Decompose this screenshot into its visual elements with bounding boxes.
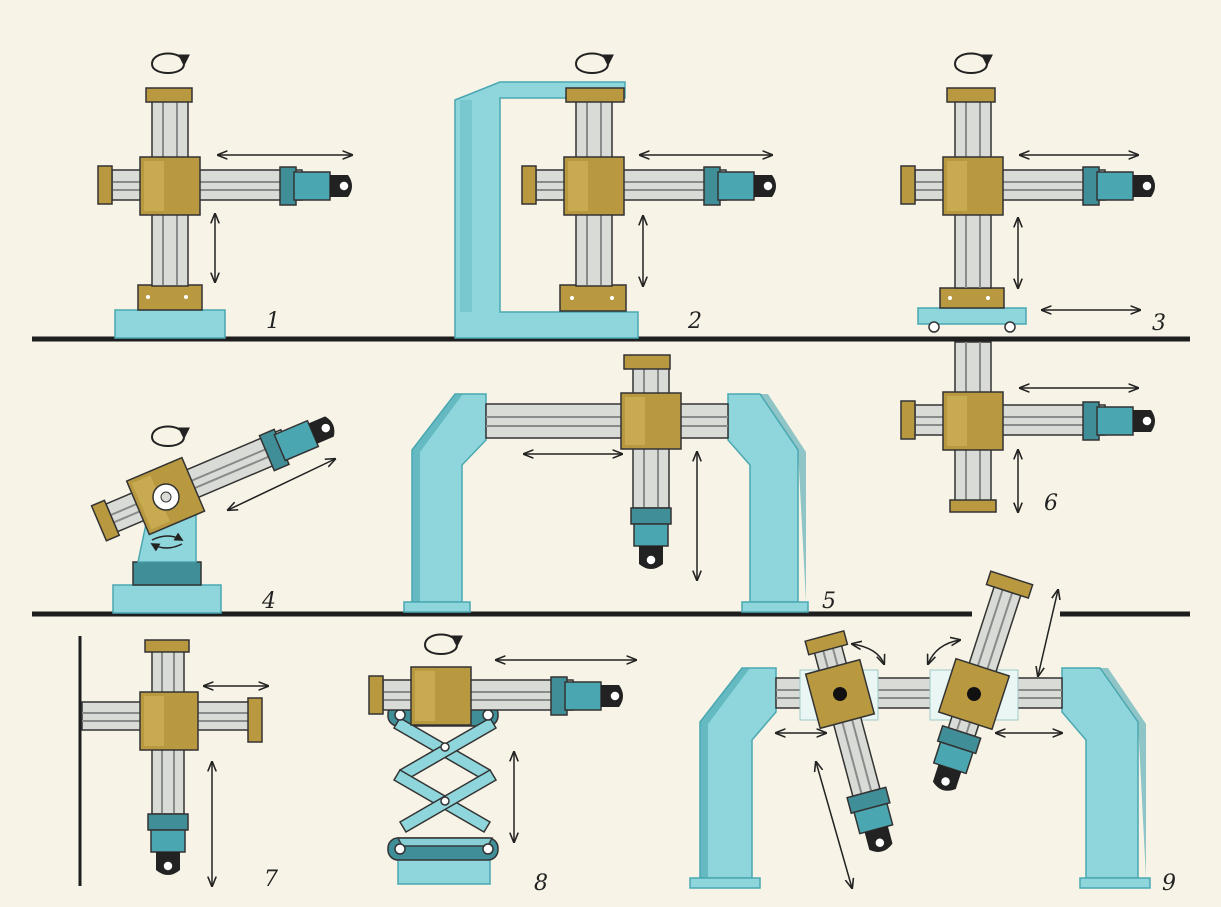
robot-6: 6 <box>900 341 1156 516</box>
robot-2: 2 <box>454 54 777 339</box>
label-2: 2 <box>687 309 702 334</box>
robot-9: 9 <box>689 570 1176 896</box>
label-8: 8 <box>534 871 548 896</box>
label-9: 9 <box>1162 871 1176 896</box>
label-6: 6 <box>1044 491 1058 516</box>
label-7: 7 <box>264 867 278 892</box>
robot-4: 4 <box>87 397 346 614</box>
label-4: 4 <box>261 589 276 614</box>
robot-8: 8 <box>368 635 636 896</box>
robot-3: 3 <box>900 54 1166 336</box>
robot-5: 5 <box>403 354 836 614</box>
label-5: 5 <box>822 589 836 614</box>
label-1: 1 <box>266 309 280 334</box>
label-3: 3 <box>1152 311 1166 336</box>
robot-7: 7 <box>78 636 278 892</box>
robot-1: 1 <box>97 54 352 339</box>
